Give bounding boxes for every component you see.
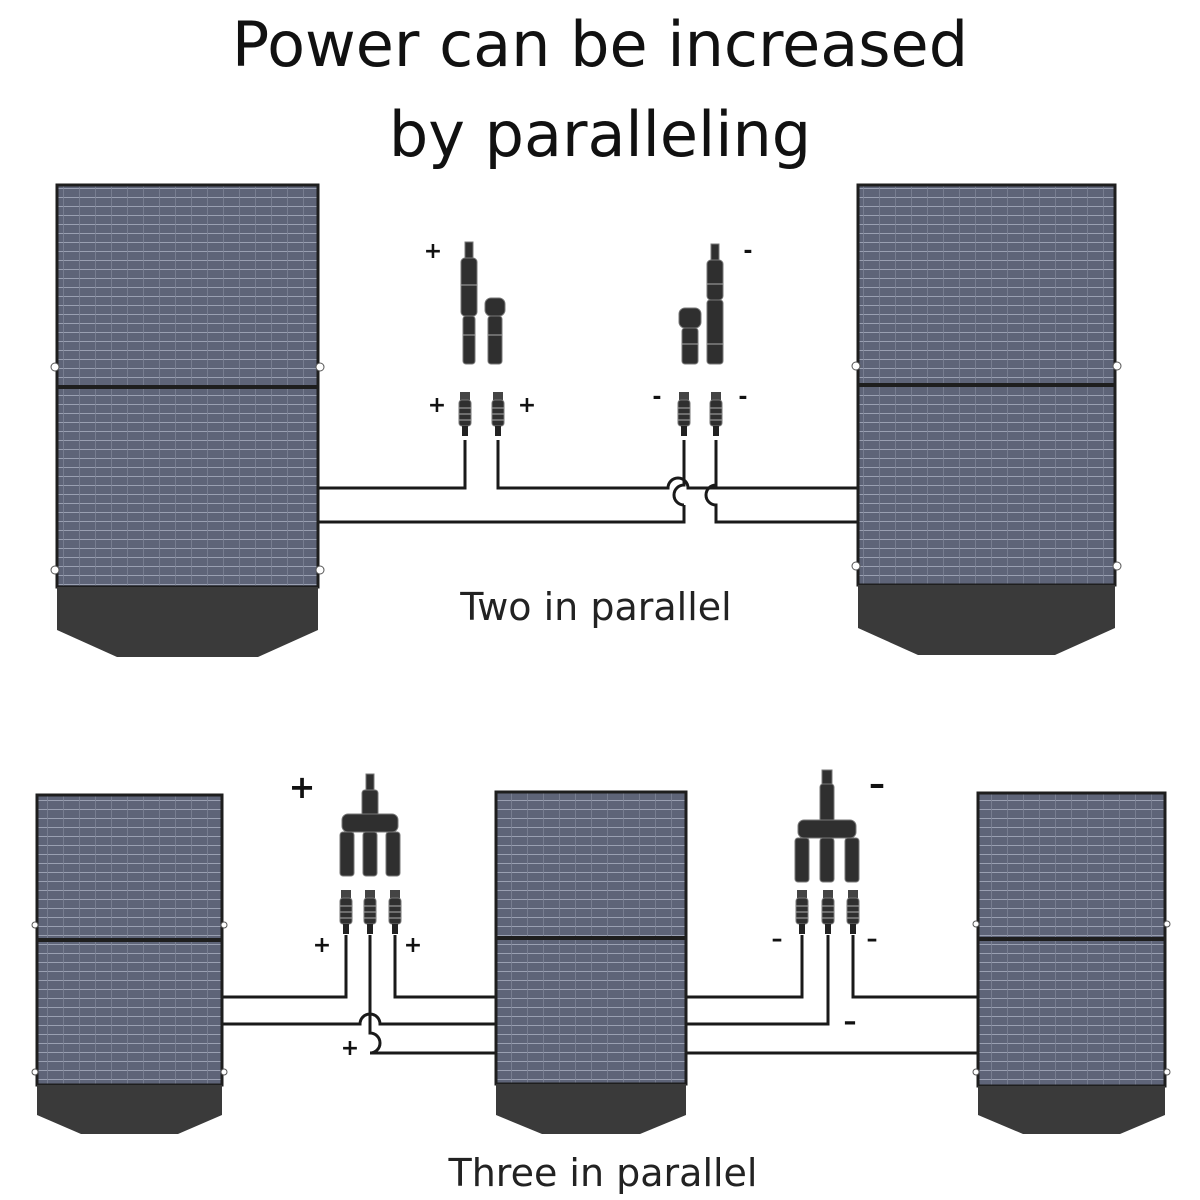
cable-panel1-negative — [222, 935, 830, 1026]
minus-sign: – — [869, 765, 885, 803]
solar-panel-icon — [851, 183, 1122, 655]
cable-panel3-negative — [851, 935, 978, 999]
page-title: Power can be increased by paralleling — [0, 0, 1200, 180]
minus-sign: - — [743, 239, 752, 264]
caption-two-in-parallel: Two in parallel — [459, 585, 731, 629]
plus-sign: + — [424, 239, 442, 264]
plus-sign: + — [404, 933, 422, 958]
y-branch-connector-icon — [460, 241, 506, 365]
mc4-plug-icon — [677, 391, 691, 437]
mc4-plug-icon — [339, 889, 353, 935]
three-parallel-section: + – + + – – – + Three in parallel — [31, 765, 1171, 1195]
plus-sign: + — [313, 933, 331, 958]
cable-panel3-positive — [368, 935, 978, 1055]
cable-panel1-positive — [222, 935, 348, 999]
minus-sign: – — [867, 927, 878, 952]
cable-panel2-negative — [686, 935, 804, 999]
minus-sign: - — [652, 385, 661, 410]
plus-sign: + — [341, 1036, 359, 1061]
title-line-1: Power can be increased — [231, 8, 969, 81]
solar-panel-icon — [972, 791, 1171, 1134]
mc4-plug-icon — [491, 391, 505, 437]
cable-right-negative — [704, 440, 858, 524]
solar-panel-icon — [494, 790, 688, 1134]
minus-sign: – — [772, 927, 783, 952]
cable-left-positive — [318, 440, 467, 490]
cables-bottom — [222, 935, 978, 1055]
mc4-plug-icon — [363, 889, 377, 935]
plus-sign: + — [428, 393, 446, 418]
y-branch-connector-icon — [339, 773, 401, 877]
y-branch-connector-icon — [678, 243, 724, 365]
mc4-plug-icon — [846, 889, 860, 935]
plus-sign: + — [518, 393, 536, 418]
plus-sign: + — [289, 768, 316, 806]
solar-panel-icon — [50, 183, 325, 657]
mc4-plug-icon — [795, 889, 809, 935]
cable-panel2-positive — [393, 935, 496, 999]
y-branch-connector-icon — [794, 769, 860, 883]
solar-panel-icon — [31, 793, 228, 1134]
mc4-plug-icon — [388, 889, 402, 935]
mc4-plug-icon — [821, 889, 835, 935]
cable-right-positive — [496, 440, 858, 490]
minus-sign: – — [844, 1007, 857, 1037]
mc4-plug-icon — [709, 391, 723, 437]
minus-sign: - — [738, 385, 747, 410]
cable-left-negative — [318, 440, 686, 524]
cables-top — [318, 440, 858, 524]
mc4-plug-icon — [458, 391, 472, 437]
title-line-2: by paralleling — [388, 98, 812, 171]
caption-three-in-parallel: Three in parallel — [447, 1151, 757, 1195]
two-parallel-section: + - + + - - Two in parallel — [50, 183, 1122, 657]
